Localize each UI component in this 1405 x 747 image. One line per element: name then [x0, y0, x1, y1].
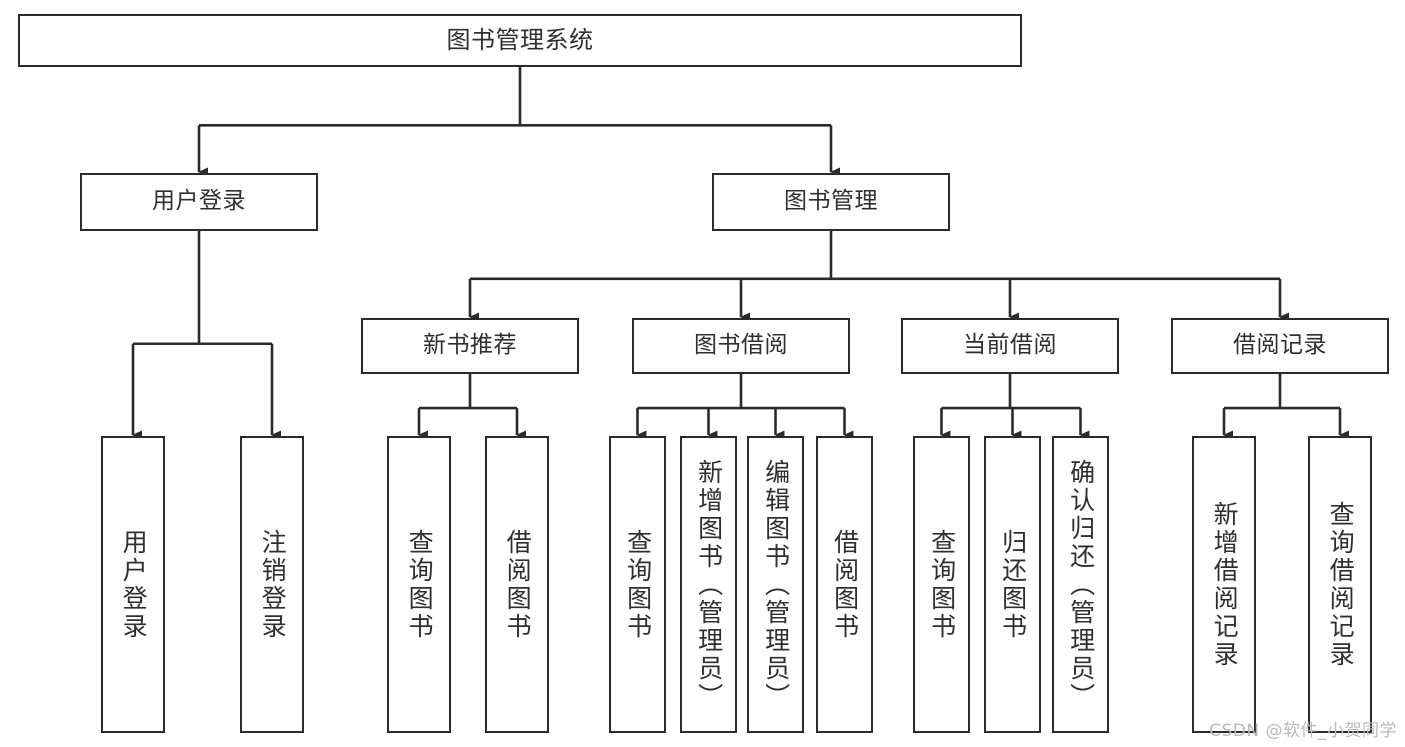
node-leaf-br-query-record[interactable]: 查询借阅记录 [1308, 436, 1372, 733]
node-label-new-book-rec: 新书推荐 [423, 332, 517, 359]
node-label-leaf-rec-query-book: 查询图书 [405, 528, 435, 641]
node-label-leaf-bb-borrow-book: 借阅图书 [830, 528, 860, 641]
node-leaf-rec-borrow-book[interactable]: 借阅图书 [485, 436, 549, 733]
node-new-book-rec[interactable]: 新书推荐 [361, 318, 579, 374]
node-label-book-borrow: 图书借阅 [694, 332, 788, 359]
node-leaf-cb-confirm-return[interactable]: 确认归还（管理员） [1052, 436, 1109, 733]
node-leaf-bb-add-book[interactable]: 新增图书（管理员） [680, 436, 737, 733]
node-label-leaf-user-logout: 注销登录 [258, 528, 288, 641]
node-label-leaf-br-query-record: 查询借阅记录 [1326, 500, 1356, 669]
node-book-manage[interactable]: 图书管理 [712, 173, 950, 231]
node-label-leaf-bb-query-book: 查询图书 [623, 528, 653, 641]
node-label-leaf-cb-return-book: 归还图书 [998, 528, 1028, 641]
node-leaf-user-login[interactable]: 用户登录 [101, 436, 165, 733]
node-label-leaf-rec-borrow-book: 借阅图书 [503, 528, 533, 641]
node-leaf-cb-return-book[interactable]: 归还图书 [984, 436, 1041, 733]
node-leaf-user-logout[interactable]: 注销登录 [240, 436, 304, 733]
node-leaf-br-add-record[interactable]: 新增借阅记录 [1192, 436, 1256, 733]
watermark-text: CSDN @软件_小贺同学 [1209, 721, 1397, 741]
node-label-leaf-br-add-record: 新增借阅记录 [1210, 500, 1240, 669]
node-user-login[interactable]: 用户登录 [80, 173, 318, 231]
node-borrow-record[interactable]: 借阅记录 [1171, 318, 1389, 374]
node-label-leaf-bb-edit-book: 编辑图书（管理员） [761, 458, 791, 711]
node-root[interactable]: 图书管理系统 [18, 14, 1022, 67]
node-label-root: 图书管理系统 [446, 26, 594, 55]
node-leaf-rec-query-book[interactable]: 查询图书 [387, 436, 451, 733]
node-label-leaf-user-login: 用户登录 [119, 528, 149, 641]
node-leaf-bb-query-book[interactable]: 查询图书 [609, 436, 666, 733]
node-label-leaf-cb-query-book: 查询图书 [927, 528, 957, 641]
node-leaf-cb-query-book[interactable]: 查询图书 [913, 436, 970, 733]
node-label-current-borrow: 当前借阅 [963, 332, 1057, 359]
node-leaf-bb-borrow-book[interactable]: 借阅图书 [816, 436, 873, 733]
node-label-user-login: 用户登录 [152, 188, 246, 215]
node-label-book-manage: 图书管理 [784, 188, 878, 215]
node-leaf-bb-edit-book[interactable]: 编辑图书（管理员） [747, 436, 804, 733]
node-book-borrow[interactable]: 图书借阅 [632, 318, 850, 374]
node-label-borrow-record: 借阅记录 [1233, 332, 1327, 359]
node-label-leaf-cb-confirm-return: 确认归还（管理员） [1066, 458, 1096, 711]
node-label-leaf-bb-add-book: 新增图书（管理员） [694, 458, 724, 711]
node-current-borrow[interactable]: 当前借阅 [901, 318, 1119, 374]
